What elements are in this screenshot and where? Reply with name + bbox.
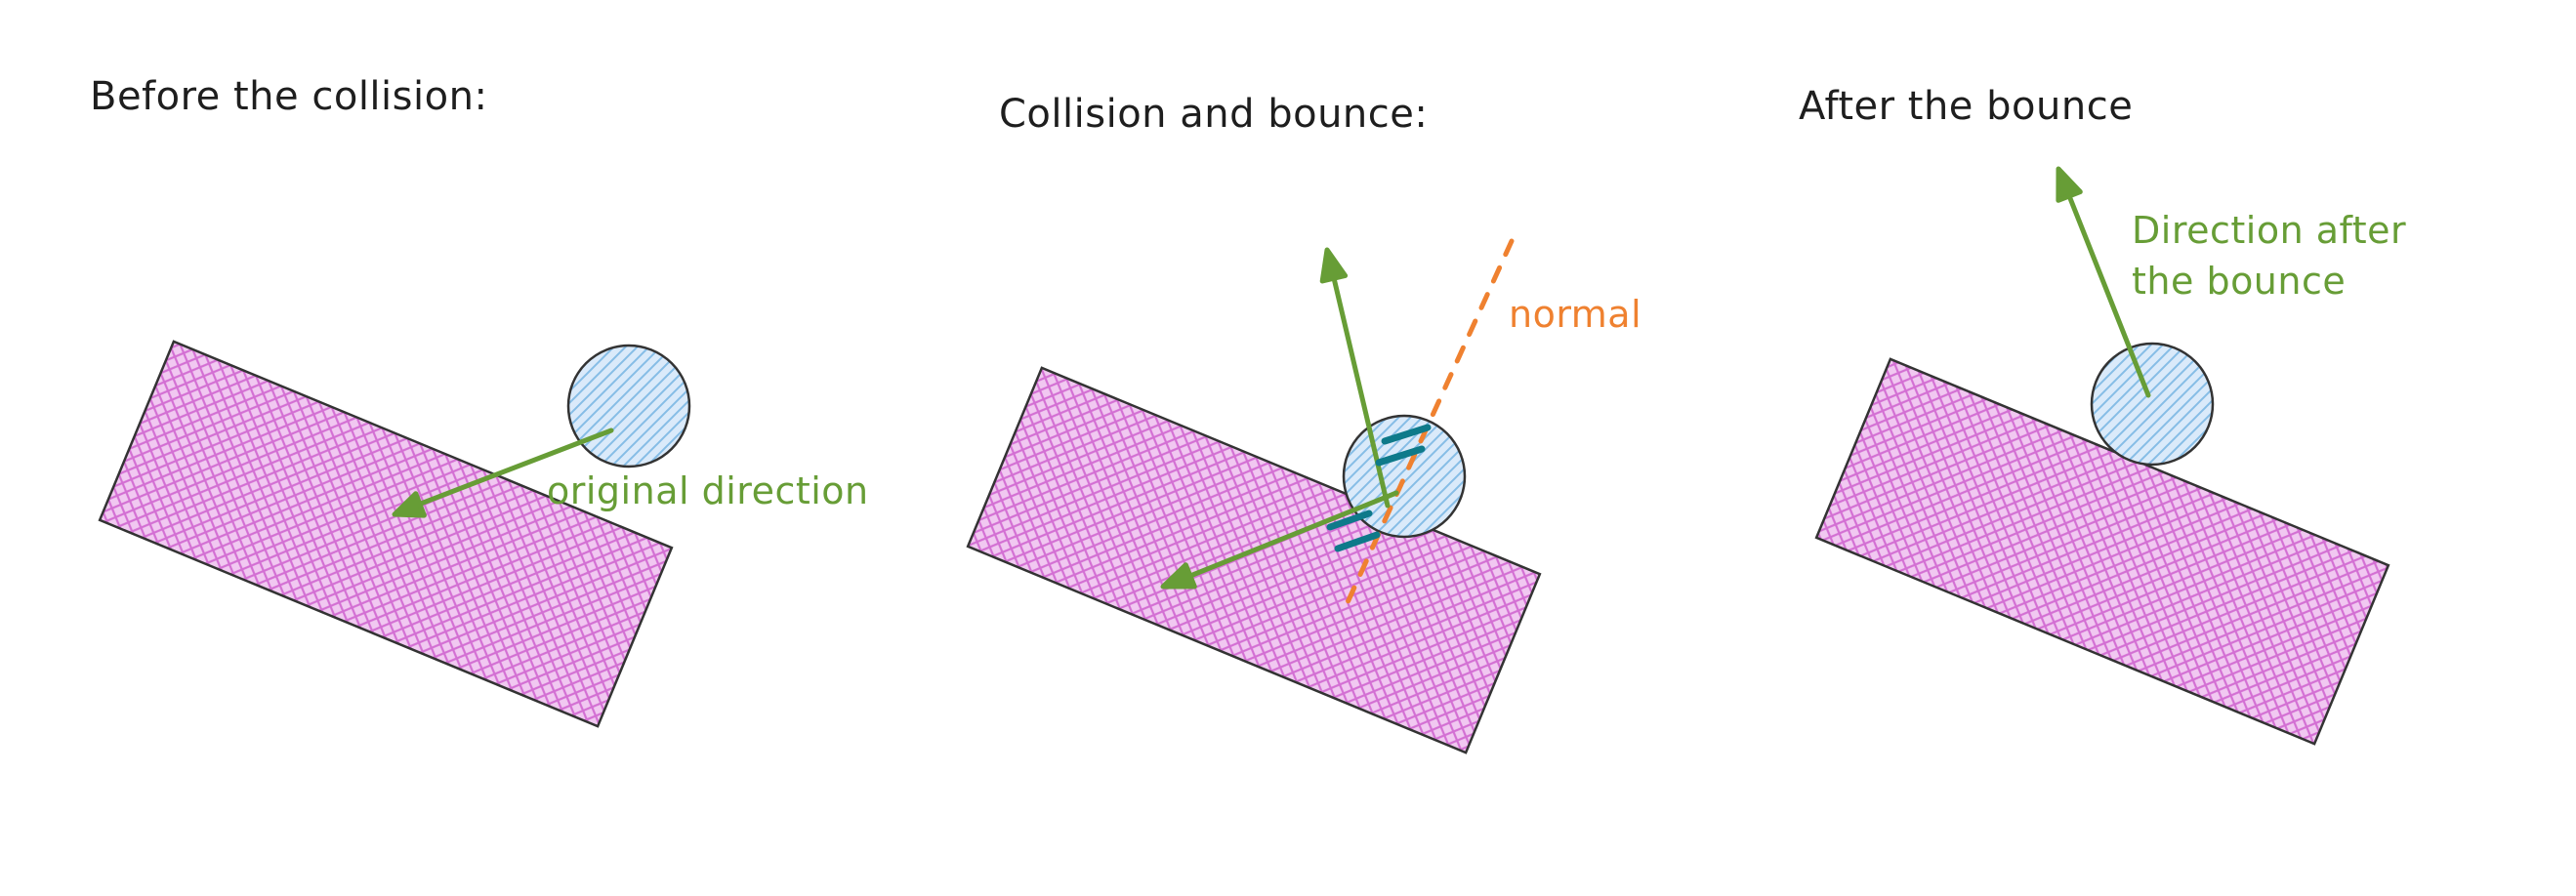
normal-label: normal	[1509, 293, 1641, 336]
angle-mark	[1381, 424, 1432, 445]
surface-rectangle	[98, 340, 674, 728]
panel-collision-title: Collision and bounce:	[999, 92, 1428, 137]
original-direction-label: original direction	[547, 469, 869, 512]
panel-after-title: After the bounce	[1799, 84, 2133, 129]
panel-after-bounce: After the bounce Direction after the bou…	[1799, 84, 2406, 746]
panel-collision-bounce: Collision and bounce: normal	[966, 92, 1641, 754]
ball-circle	[566, 344, 691, 468]
arrow-shaft	[2059, 176, 2151, 398]
angle-mark	[1326, 509, 1373, 531]
panel-before-collision: Before the collision: original direction	[90, 74, 869, 728]
ball-circle	[2090, 342, 2215, 467]
direction-after-label-line2: the bounce	[2132, 260, 2346, 303]
angle-congruence-marks	[1326, 424, 1432, 552]
angle-mark	[1334, 531, 1381, 552]
incoming-direction-arrow	[1160, 490, 1399, 590]
arrow-shaft	[397, 428, 614, 514]
arrowhead	[1160, 562, 1197, 590]
surface-rectangle	[966, 366, 1542, 754]
arrowhead	[392, 491, 427, 518]
arrowhead	[2056, 166, 2083, 203]
panel-before-title: Before the collision:	[90, 74, 487, 119]
original-direction-arrow	[392, 428, 614, 518]
direction-after-label-line1: Direction after	[2132, 209, 2406, 252]
angle-mark	[1375, 445, 1426, 467]
after-bounce-direction-arrow	[2056, 166, 2151, 398]
arrowhead	[1319, 247, 1349, 284]
arrow-shaft	[1168, 490, 1399, 587]
